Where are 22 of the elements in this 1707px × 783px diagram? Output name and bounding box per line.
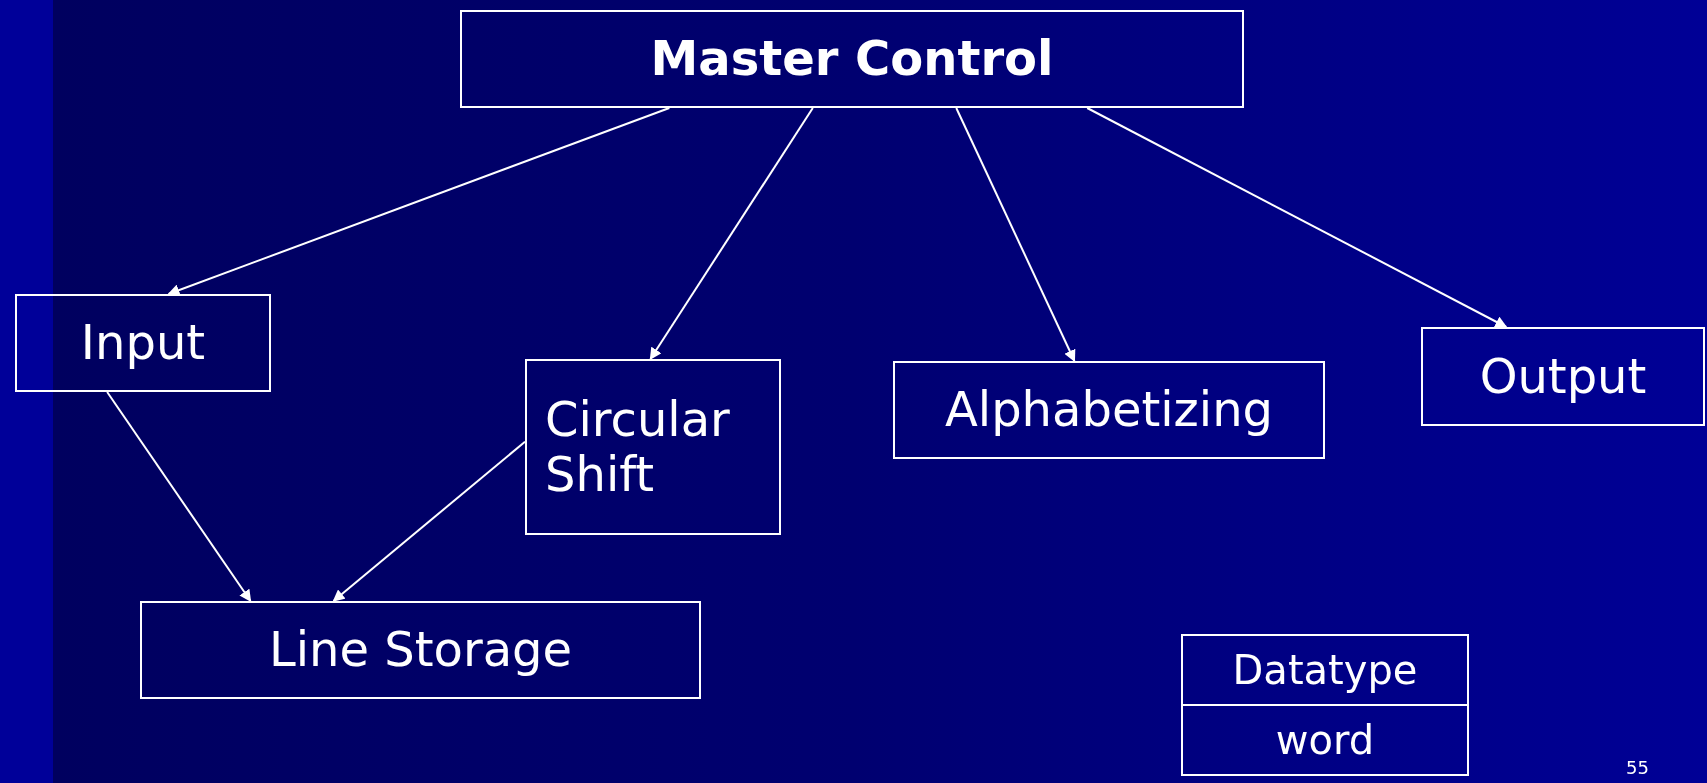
arrow: [955, 107, 1076, 363]
module-label: Master Control: [649, 31, 1055, 87]
module-box: [525, 359, 781, 535]
module-box: [15, 294, 271, 392]
arrow: [649, 107, 814, 360]
module-box: [460, 10, 1244, 108]
arrow: [106, 391, 252, 602]
module-box: [893, 361, 1325, 459]
module-label: Line Storage: [267, 622, 574, 678]
table-cell-text: Datatype: [1231, 646, 1419, 695]
module-box: [1421, 327, 1705, 426]
arrow: [332, 440, 526, 602]
page-number: 55: [1626, 757, 1649, 778]
module-label: Output: [1478, 348, 1648, 405]
module-label: Input: [79, 315, 207, 371]
module-label: Circular Shift: [544, 391, 731, 503]
arrow: [1086, 107, 1508, 328]
module-label: Alphabetizing: [943, 382, 1275, 438]
arrow: [167, 107, 671, 296]
table-cell: word: [1183, 704, 1467, 774]
table-box: [1181, 634, 1469, 776]
module-box: [140, 601, 701, 699]
